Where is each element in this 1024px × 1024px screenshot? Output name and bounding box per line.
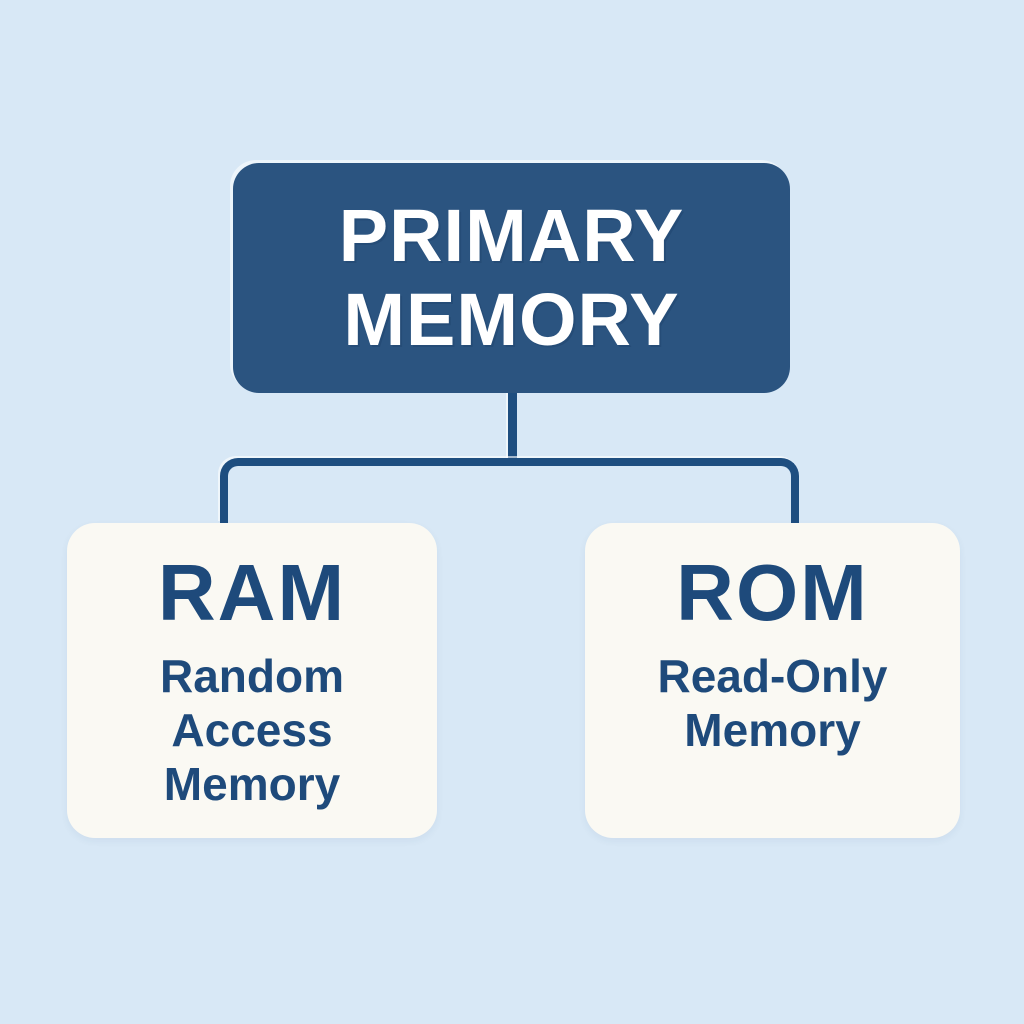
node-ram: RAM Random Access Memory	[67, 523, 437, 838]
connector-stem	[508, 393, 517, 465]
node-primary-memory: PRIMARY MEMORY	[233, 163, 790, 393]
connector-bracket	[220, 458, 799, 523]
ram-acronym-label: RAM	[157, 548, 347, 637]
rom-acronym-label: ROM	[676, 548, 869, 637]
primary-memory-label: PRIMARY MEMORY	[338, 194, 685, 361]
ram-expansion-label: Random Access Memory	[160, 650, 344, 810]
node-rom: ROM Read-Only Memory	[585, 523, 960, 838]
rom-expansion-label: Read-Only Memory	[657, 650, 888, 756]
